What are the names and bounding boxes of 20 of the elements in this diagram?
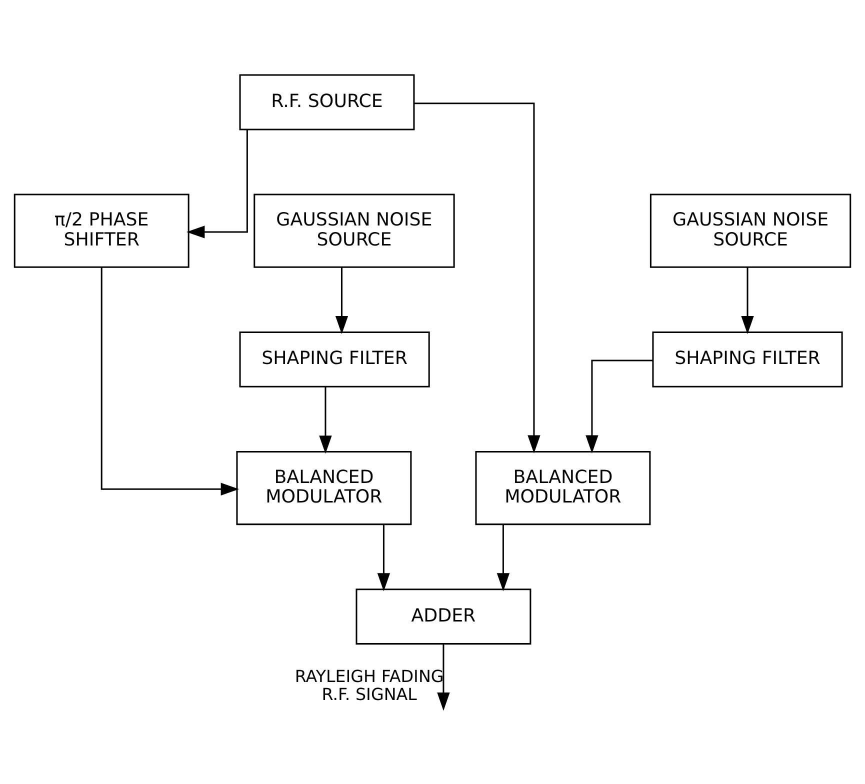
node-box: GAUSSIAN NOISE SOURCE (650, 193, 852, 268)
arrow (186, 129, 248, 238)
arrow (100, 266, 239, 495)
node-box: SHAPING FILTER (239, 330, 430, 387)
arrow (335, 266, 348, 334)
arrow (414, 102, 540, 453)
arrow (437, 643, 450, 710)
node-box: π/2 PHASE SHIFTER (14, 193, 190, 268)
node-box: BALANCED MODULATOR (475, 450, 651, 525)
node-box: SHAPING FILTER (652, 330, 843, 387)
arrow (319, 386, 332, 454)
arrow (741, 266, 754, 334)
node-box: GAUSSIAN NOISE SOURCE (254, 193, 455, 268)
arrow (496, 524, 510, 591)
node-box: R.F. SOURCE (239, 74, 415, 130)
edge-label: RAYLEIGH FADING R.F. SIGNAL (294, 666, 444, 704)
arrow (586, 359, 653, 453)
arrow (377, 524, 390, 591)
node-box: ADDER (356, 588, 532, 644)
node-box: BALANCED MODULATOR (236, 450, 412, 525)
